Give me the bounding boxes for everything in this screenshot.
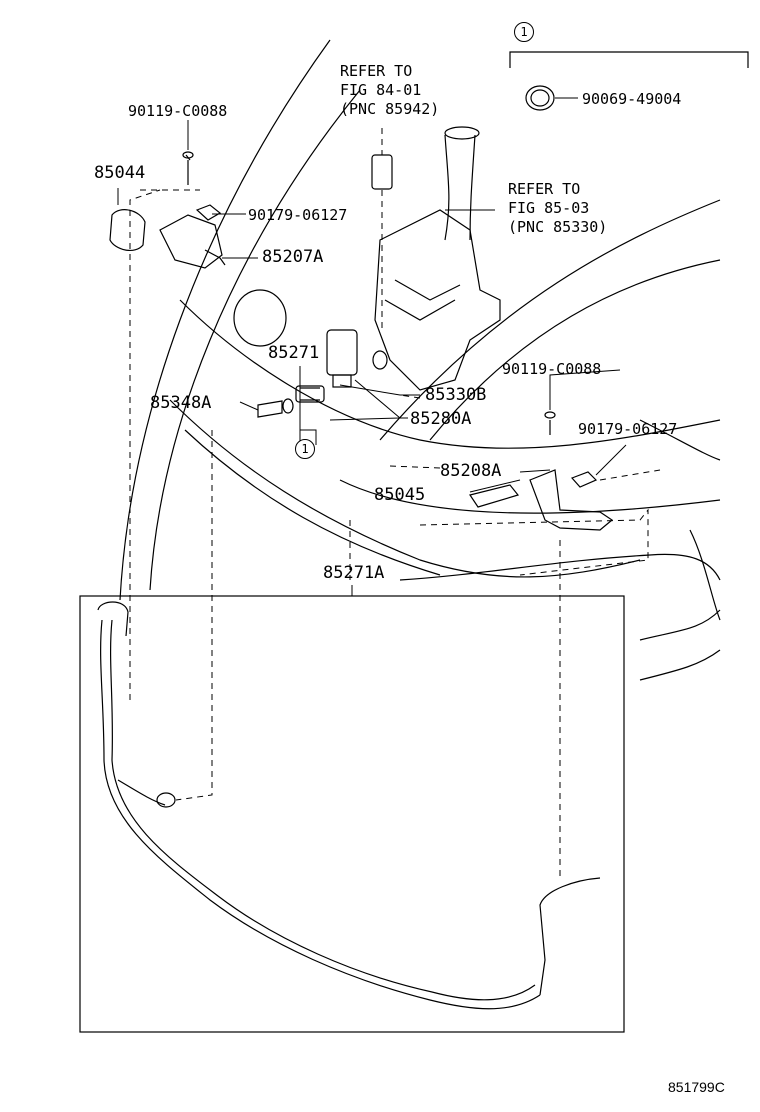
part-90119-right: 90119-C0088 xyxy=(502,360,602,378)
part-90119-top: 90119-C0088 xyxy=(128,102,228,120)
callout-bracket xyxy=(509,51,749,68)
left-nozzle-body xyxy=(159,214,223,269)
grille-outline xyxy=(169,399,641,578)
refer-fig84-line1: REFER TO xyxy=(340,62,413,80)
right-nozzle-body xyxy=(529,469,614,531)
part-85044: 85044 xyxy=(94,163,146,183)
level-sensor xyxy=(371,154,393,190)
part-85280A: 85280A xyxy=(410,409,472,429)
lower-body-right xyxy=(639,609,721,641)
body-line xyxy=(429,259,721,441)
part-90179-right: 90179-06127 xyxy=(578,420,678,438)
part-85208A: 85208A xyxy=(440,461,502,481)
fog-lamp xyxy=(233,289,287,347)
hose-joint xyxy=(295,385,325,403)
fender-outline xyxy=(149,89,361,591)
refer-fig85-line3: (PNC 85330) xyxy=(508,218,608,236)
part-90069: 90069-49004 xyxy=(582,90,682,108)
lower-body-right-3 xyxy=(689,529,721,621)
pump-hose-stub xyxy=(300,387,320,401)
grommet xyxy=(372,350,388,370)
refer-fig84-line3: (PNC 85942) xyxy=(340,100,440,118)
part-85045: 85045 xyxy=(374,485,426,505)
right-nozzle-cover xyxy=(469,484,520,508)
pump-outlet xyxy=(332,374,352,388)
tank-cap xyxy=(444,126,480,140)
part-90179-top: 90179-06127 xyxy=(248,206,348,224)
hose-branch xyxy=(117,779,166,806)
hose-loop-top xyxy=(97,601,129,637)
bumper-outline xyxy=(339,479,721,514)
part-85271A: 85271A xyxy=(323,563,385,583)
tank-filler-neck xyxy=(444,134,476,241)
hose-line-2 xyxy=(109,619,536,1001)
tank-neck-detail xyxy=(384,279,461,321)
hose-line xyxy=(100,619,541,1010)
left-clip xyxy=(195,204,222,221)
part-85348A: 85348A xyxy=(150,393,212,413)
hose-right-end xyxy=(539,877,601,996)
seal-ring xyxy=(525,85,555,111)
left-bolt xyxy=(185,154,191,185)
hood-outline xyxy=(119,39,331,601)
grille-inner xyxy=(184,429,441,576)
pump-motor xyxy=(326,329,358,376)
part-85207A: 85207A xyxy=(262,247,324,267)
washer-tank xyxy=(374,209,501,391)
diagram-id: 851799C xyxy=(668,1079,725,1095)
refer-fig85-line2: FIG 85-03 xyxy=(508,199,590,217)
left-nozzle-hose xyxy=(204,249,226,266)
part-85271: 85271 xyxy=(268,343,320,363)
refer-fig85-line1: REFER TO xyxy=(508,180,581,198)
part-85330B: 85330B xyxy=(425,385,487,405)
refer-fig84-line2: FIG 84-01 xyxy=(340,81,422,99)
right-clip xyxy=(570,471,598,488)
callout-marker-top: 1 xyxy=(514,22,534,42)
upper-body-right xyxy=(639,419,721,461)
hose-detail-box xyxy=(79,595,625,1033)
left-nozzle-cover xyxy=(109,209,146,252)
check-valve xyxy=(257,400,283,418)
callout-marker-left: 1 xyxy=(295,439,315,459)
lower-body-right-2 xyxy=(639,649,721,681)
headlamp-outline xyxy=(179,299,721,449)
